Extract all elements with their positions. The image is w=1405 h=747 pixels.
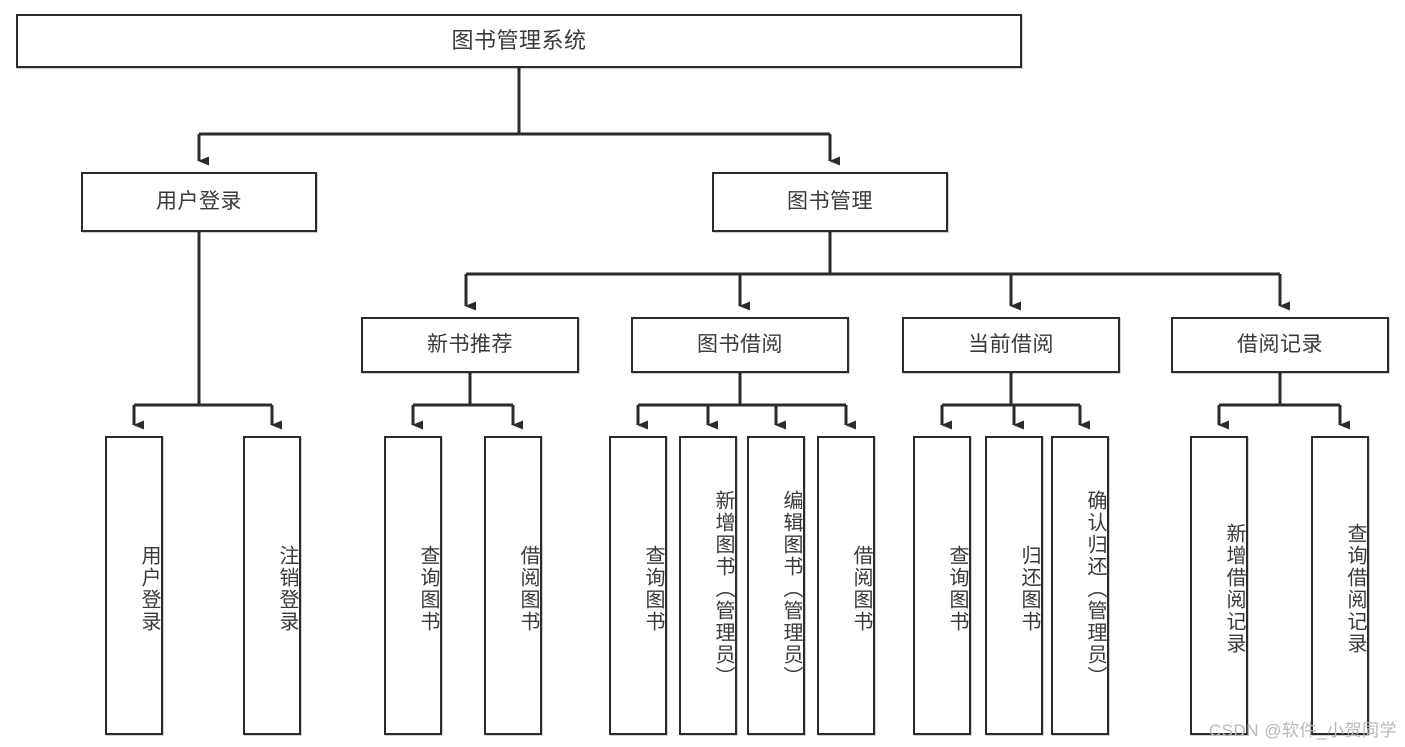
leaf-label-5: 新增图书（管理员） — [712, 489, 734, 688]
leaf-label-6: 编辑图书（管理员） — [780, 489, 802, 688]
csdn-watermark: CSDN @软件_小贺同学 — [1208, 721, 1397, 740]
leaf-label-10: 确认归还（管理员） — [1084, 489, 1106, 688]
leaf-label-1: 注销登录 — [276, 544, 298, 633]
leaf-label-3: 借阅图书 — [517, 544, 539, 633]
leaf-box-5[interactable]: 新增图书（管理员） — [679, 436, 737, 735]
leaf-box-12[interactable]: 查询借阅记录 — [1311, 436, 1369, 735]
level2-label-0: 用户登录 — [156, 190, 242, 214]
level2-box-0[interactable]: 用户登录 — [81, 172, 317, 232]
level3-label-0: 新书推荐 — [427, 333, 513, 357]
leaf-box-1[interactable]: 注销登录 — [243, 436, 301, 735]
leaf-label-11: 新增借阅记录 — [1223, 522, 1245, 655]
leaf-box-3[interactable]: 借阅图书 — [484, 436, 542, 735]
leaf-box-9[interactable]: 归还图书 — [985, 436, 1043, 735]
level2-label-1: 图书管理 — [787, 190, 873, 214]
leaf-box-4[interactable]: 查询图书 — [609, 436, 667, 735]
leaf-box-10[interactable]: 确认归还（管理员） — [1051, 436, 1109, 735]
root-box-0[interactable]: 图书管理系统 — [16, 14, 1022, 68]
level3-box-2[interactable]: 当前借阅 — [902, 317, 1120, 373]
leaf-box-11[interactable]: 新增借阅记录 — [1190, 436, 1248, 735]
level3-label-1: 图书借阅 — [697, 333, 783, 357]
leaf-label-7: 借阅图书 — [850, 544, 872, 633]
level3-box-3[interactable]: 借阅记录 — [1171, 317, 1389, 373]
leaf-label-2: 查询图书 — [417, 544, 439, 633]
leaf-label-12: 查询借阅记录 — [1344, 522, 1366, 655]
level3-label-3: 借阅记录 — [1237, 333, 1323, 357]
leaf-box-2[interactable]: 查询图书 — [384, 436, 442, 735]
root-label-0: 图书管理系统 — [451, 27, 587, 53]
level2-box-1[interactable]: 图书管理 — [712, 172, 948, 232]
leaf-box-0[interactable]: 用户登录 — [105, 436, 163, 735]
leaf-label-4: 查询图书 — [642, 544, 664, 633]
level3-box-0[interactable]: 新书推荐 — [361, 317, 579, 373]
level3-label-2: 当前借阅 — [968, 333, 1054, 357]
leaf-box-8[interactable]: 查询图书 — [913, 436, 971, 735]
leaf-box-7[interactable]: 借阅图书 — [817, 436, 875, 735]
leaf-label-8: 查询图书 — [946, 544, 968, 633]
leaf-box-6[interactable]: 编辑图书（管理员） — [747, 436, 805, 735]
leaf-label-0: 用户登录 — [138, 544, 160, 633]
leaf-label-9: 归还图书 — [1018, 544, 1040, 633]
level3-box-1[interactable]: 图书借阅 — [631, 317, 849, 373]
